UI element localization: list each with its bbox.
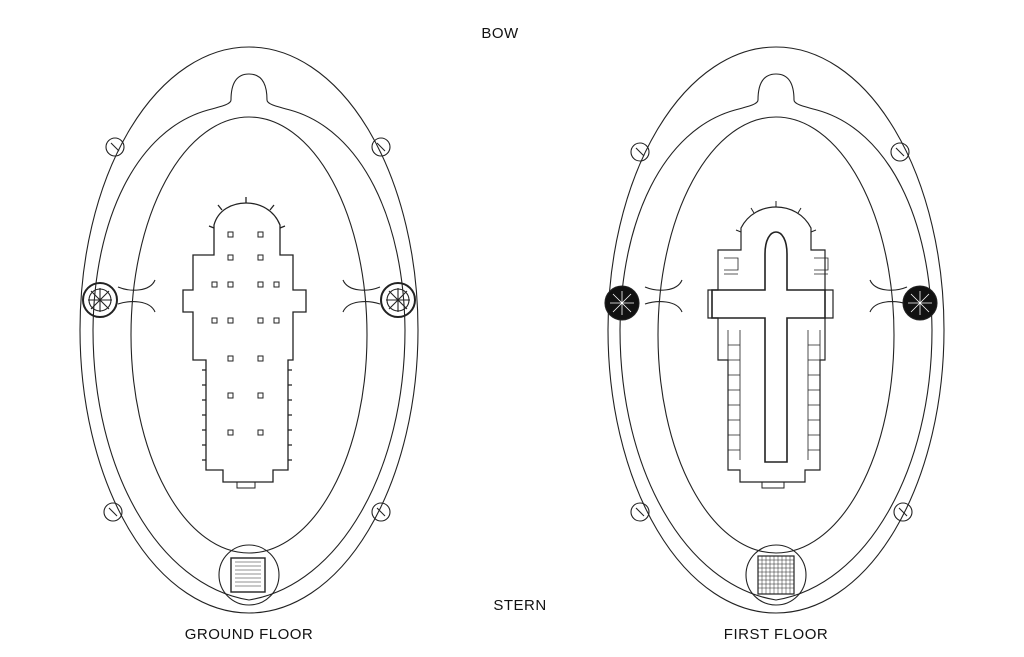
deck-ring <box>619 73 933 601</box>
ground-floor-label: GROUND FLOOR <box>184 626 314 643</box>
paddle-wheel-left <box>604 285 640 321</box>
deck-ring <box>92 73 406 601</box>
side-connector-left <box>117 279 156 291</box>
stern-grate <box>757 555 795 595</box>
outer-hull <box>79 46 419 614</box>
paddle-wheel-right <box>902 285 938 321</box>
hull-mounts <box>103 137 391 522</box>
ground-floor-plan <box>79 46 419 614</box>
church-ground-floor <box>182 197 307 489</box>
stern-label: STERN <box>493 597 547 614</box>
paddle-wheel-right <box>380 282 416 318</box>
hull-mounts <box>630 142 913 522</box>
bow-label: BOW <box>481 25 519 42</box>
inner-courtyard <box>657 116 895 554</box>
side-connector-right <box>869 279 908 291</box>
side-connector-left <box>644 279 683 291</box>
first-floor-plan <box>604 46 945 614</box>
paddle-wheel-left <box>82 282 118 318</box>
first-floor-label: FIRST FLOOR <box>723 626 829 643</box>
nave-columns <box>211 231 280 436</box>
stern-room <box>745 544 807 606</box>
stern-grate <box>230 557 266 593</box>
side-connector-right <box>342 279 381 291</box>
church-first-floor <box>707 201 834 489</box>
stern-room <box>218 544 280 606</box>
outer-hull <box>607 46 945 614</box>
cross-corridor <box>711 231 826 463</box>
inner-courtyard <box>130 116 368 554</box>
